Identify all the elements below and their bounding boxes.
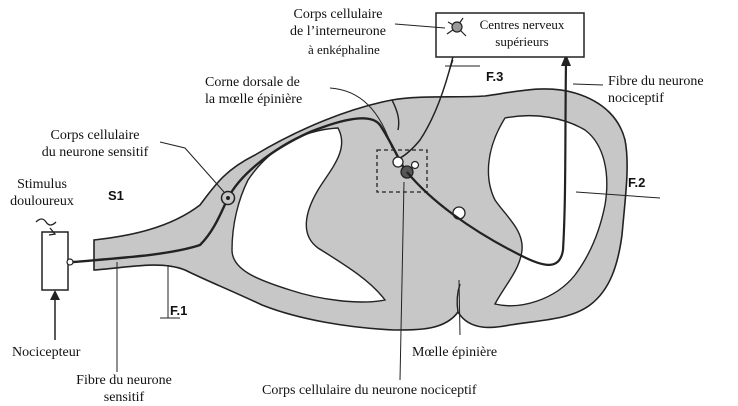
label-fibre-sensitif-line1: Fibre du neurone — [64, 372, 184, 389]
label-corne-line2: la mœlle épinière — [205, 91, 302, 108]
label-stimulus: Stimulus douloureux — [4, 176, 80, 210]
label-stimulus-line1: Stimulus — [4, 176, 80, 193]
label-enkephaline: à enképhaline — [308, 41, 380, 58]
label-fibre-nociceptif: Fibre du neurone nociceptif — [608, 73, 704, 107]
label-f1: F.1 — [170, 302, 187, 319]
label-interneurone-line1: Corps cellulaire — [268, 6, 408, 23]
synapse-small-bulb — [412, 162, 419, 169]
label-fibre-sensitif-line2: sensitif — [64, 389, 184, 406]
leader-fibre-nociceptif — [573, 84, 603, 85]
label-f2: F.2 — [628, 174, 645, 191]
label-stimulus-line2: douloureux — [4, 193, 80, 210]
label-fibre-nociceptif-line2: nociceptif — [608, 90, 704, 107]
label-neurone-sensitif-body: Corps cellulaire du neurone sensitif — [20, 127, 170, 161]
label-interneurone-line2: de l’interneurone — [268, 23, 408, 40]
label-corne-line1: Corne dorsale de — [205, 74, 302, 91]
label-corne-dorsale: Corne dorsale de la mœlle épinière — [205, 74, 302, 108]
label-f3: F.3 — [486, 68, 503, 85]
label-sensitif-body-line2: du neurone sensitif — [20, 144, 170, 161]
label-neurone-nociceptif-body: Corps cellulaire du neurone nociceptif — [262, 382, 477, 399]
sensory-cell-nucleus — [226, 196, 230, 200]
stimulus-squiggle — [36, 219, 56, 225]
label-sensitif-body-line1: Corps cellulaire — [20, 127, 170, 144]
label-centres-line2: supérieurs — [462, 33, 582, 50]
stimulus-box — [42, 232, 68, 290]
label-fibre-nociceptif-line1: Fibre du neurone — [608, 73, 704, 90]
label-centres-line1: Centres nerveux — [462, 16, 582, 33]
label-s1: S1 — [108, 187, 124, 204]
label-centres-superieurs: Centres nerveux supérieurs — [462, 16, 582, 50]
central-canal — [453, 207, 465, 219]
label-nocicepteur: Nocicepteur — [12, 344, 80, 361]
label-moelle: Mœlle épinière — [412, 344, 497, 361]
receptor-terminal — [67, 259, 73, 265]
nocicepteur-arrowhead — [50, 290, 60, 300]
interneurone-synapse — [393, 157, 403, 167]
label-interneurone-body: Corps cellulaire de l’interneurone — [268, 6, 408, 40]
